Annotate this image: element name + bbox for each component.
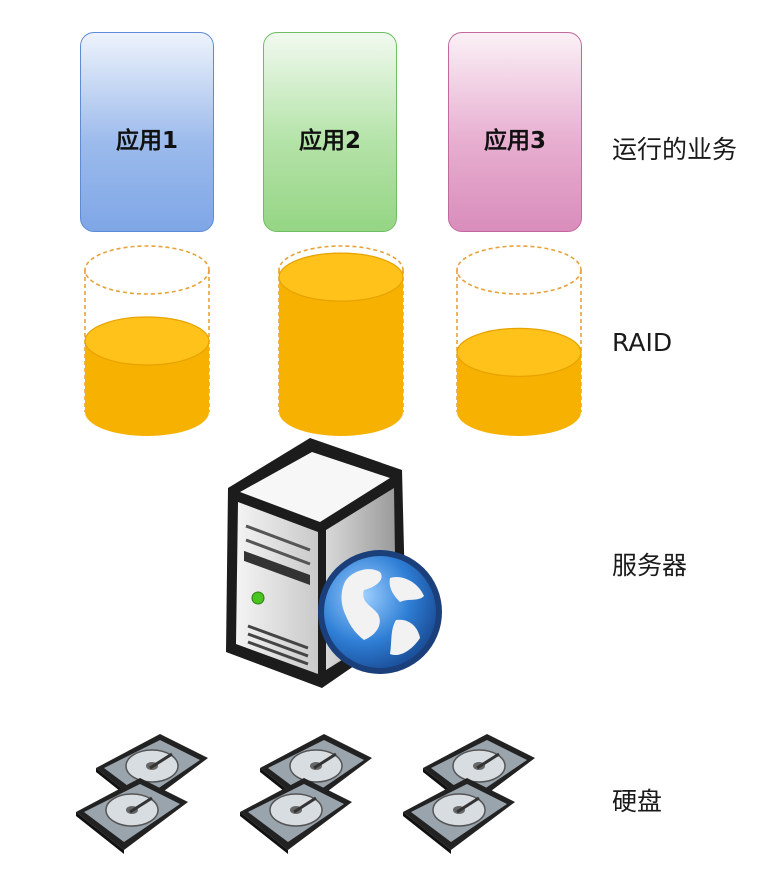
layer-label-business: 运行的业务 xyxy=(612,135,738,164)
disk-group-1 xyxy=(66,728,216,858)
app-card-1-label: 应用1 xyxy=(115,128,178,154)
raid-cylinder-fill-top xyxy=(84,316,210,366)
app-card-1: 应用1 xyxy=(80,32,214,232)
app-card-2: 应用2 xyxy=(263,32,397,232)
layer-label-server: 服务器 xyxy=(612,551,688,580)
raid-cylinder-fill xyxy=(279,277,403,436)
raid-cylinder-1 xyxy=(84,245,210,436)
server-tower-icon xyxy=(226,438,442,688)
hard-disk-icon xyxy=(240,778,352,854)
raid-cylinder-fill-top xyxy=(456,327,582,377)
raid-cylinder-2 xyxy=(278,245,404,436)
raid-cylinder-fill-top xyxy=(278,252,404,302)
disk-group-2 xyxy=(230,728,380,858)
hard-disk-icon xyxy=(403,778,515,854)
raid-cylinder-3 xyxy=(456,245,582,436)
layer-label-raid: RAID xyxy=(612,328,673,357)
raid-cylinder-top xyxy=(84,245,210,295)
layer-label-disk: 硬盘 xyxy=(612,787,663,816)
app-card-2-label: 应用2 xyxy=(298,128,361,154)
hard-disk-icon xyxy=(76,778,188,854)
globe-icon xyxy=(318,550,442,674)
app-card-3-label: 应用3 xyxy=(483,128,546,154)
raid-cylinder-fill xyxy=(85,341,209,436)
raid-cylinder-outline xyxy=(456,270,582,412)
app-card-3: 应用3 xyxy=(448,32,582,232)
disk-group-3 xyxy=(393,728,543,858)
raid-cylinder-top xyxy=(456,245,582,295)
